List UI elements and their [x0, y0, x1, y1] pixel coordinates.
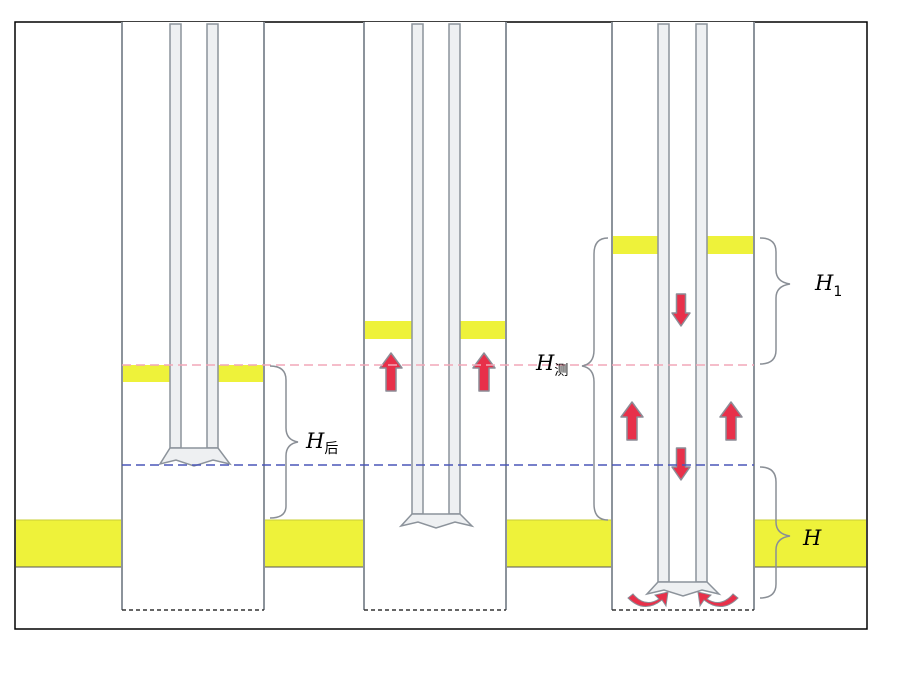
formation-layer-middle-1	[264, 520, 364, 567]
formation-layer-left	[16, 520, 122, 567]
tubing-shoe	[644, 581, 722, 597]
well-2	[363, 22, 507, 611]
brace-h-after	[269, 365, 299, 519]
formation-layer-right	[754, 520, 866, 567]
tubing-shoe	[158, 447, 232, 467]
tubing-shoe	[398, 513, 475, 529]
fluid-level-band	[217, 365, 264, 382]
fluid-level-band	[612, 236, 658, 254]
label-h-base: H	[802, 526, 822, 550]
well-1	[121, 22, 265, 611]
fluid-level-band	[707, 236, 754, 254]
label-h-measured: H测	[535, 351, 568, 379]
label-h-after: H后	[305, 429, 338, 457]
label-h-one: H1	[814, 271, 842, 300]
tubing-wall	[448, 23, 461, 515]
brace-h-one	[759, 237, 791, 365]
tubing-wall	[695, 23, 708, 583]
tubing-wall	[206, 23, 219, 449]
brace-h-base	[759, 466, 791, 599]
tubing-wall	[169, 23, 182, 449]
fluid-level-band	[364, 321, 412, 339]
tubing-wall	[657, 23, 670, 583]
fluid-level-band	[460, 321, 506, 339]
tubing-wall	[411, 23, 424, 515]
curved-arrow-icon	[697, 591, 739, 608]
well-3	[611, 22, 755, 611]
fluid-level-band	[122, 365, 172, 382]
formation-layer-middle-2	[506, 520, 612, 567]
curved-arrow-icon	[627, 591, 669, 608]
brace-h-measured	[581, 237, 609, 521]
